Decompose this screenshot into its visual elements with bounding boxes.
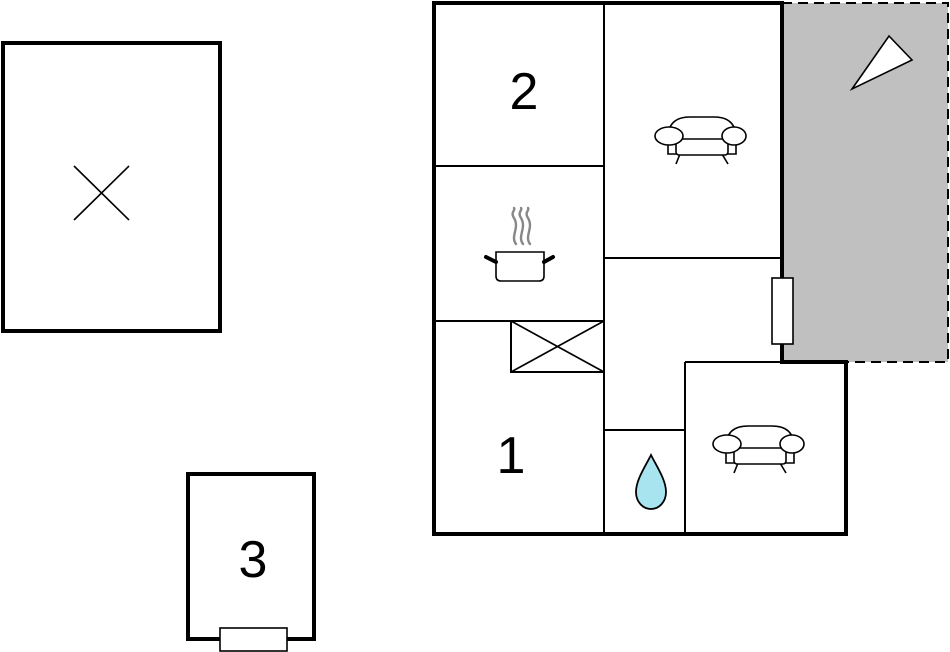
sofa-icon <box>712 425 805 474</box>
terrace-door <box>771 277 794 345</box>
room-number-1: 1 <box>497 427 526 485</box>
sofa-icon <box>654 116 747 165</box>
terrace <box>782 2 949 363</box>
annex-room-3: 3 <box>186 472 316 652</box>
water-drop-icon <box>635 452 667 510</box>
door <box>219 627 288 652</box>
cooking-pot-icon <box>484 206 555 282</box>
room-number-2: 2 <box>510 63 539 121</box>
north-arrow-icon <box>849 34 914 92</box>
outbuilding <box>1 41 222 333</box>
room-number-3: 3 <box>239 531 268 589</box>
cross-icon <box>510 320 605 373</box>
storage-closet <box>510 320 605 373</box>
cross-icon <box>73 165 130 221</box>
